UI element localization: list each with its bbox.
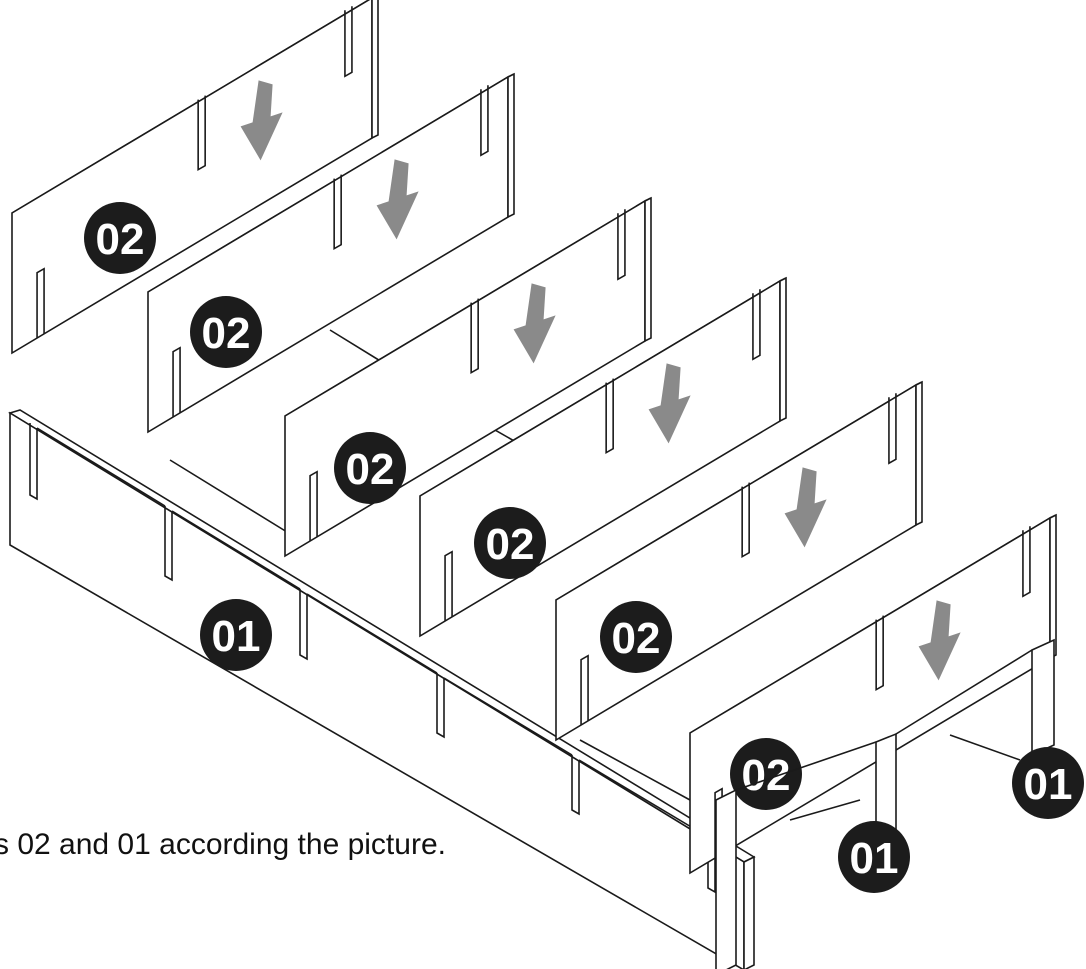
board-01-front <box>8 409 756 969</box>
badge-01-bottom: 01 <box>838 821 910 893</box>
rails-right <box>735 649 1033 821</box>
badge-02-label: 02 <box>96 215 145 264</box>
badge-02-5: 02 <box>600 601 672 673</box>
badge-02-label: 02 <box>202 309 251 358</box>
badge-02-label: 02 <box>612 614 661 663</box>
down-arrow-icon <box>513 283 556 364</box>
down-arrow-icon <box>240 80 283 161</box>
badge-02-4: 02 <box>474 507 546 579</box>
badge-02-label: 02 <box>346 445 395 494</box>
badge-01-bottom-label: 01 <box>850 834 899 883</box>
badge-02-3: 02 <box>334 432 406 504</box>
badge-02-6: 02 <box>730 738 802 810</box>
instruction-text: s 02 and 01 according the picture. <box>0 828 446 861</box>
badge-01-front-label: 01 <box>212 612 261 661</box>
down-arrow-icon <box>376 159 419 240</box>
down-arrow-icon <box>648 363 691 444</box>
badge-01-right-label: 01 <box>1024 760 1073 809</box>
board-01-side-left <box>715 638 1055 969</box>
badge-01-right: 01 <box>1012 747 1084 819</box>
down-arrow-icon <box>918 600 961 681</box>
badge-02-1: 02 <box>84 202 156 274</box>
badge-02-label: 02 <box>486 520 535 569</box>
down-arrow-icon <box>784 467 827 548</box>
badge-02-label: 02 <box>742 751 791 800</box>
badge-01-front: 01 <box>200 599 272 671</box>
badge-02-2: 02 <box>190 296 262 368</box>
